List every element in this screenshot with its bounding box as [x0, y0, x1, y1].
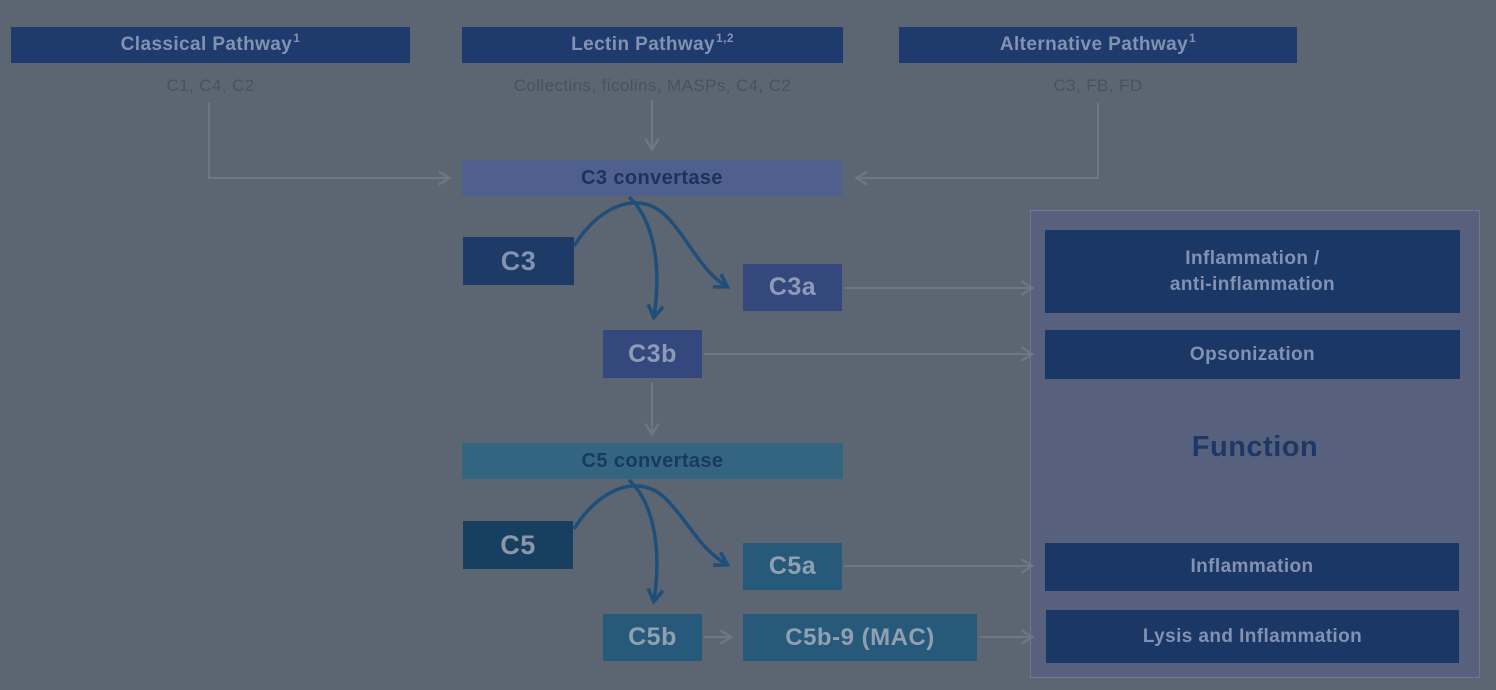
classical-pathway-footnote: 1 [293, 30, 301, 45]
arrow-alternative-to-c3convertase [854, 103, 1099, 186]
lysis-and-inflammation-box: Lysis and Inflammation [1046, 610, 1459, 663]
opsonization-box: Opsonization [1045, 330, 1460, 379]
lectin-pathway-label: Lectin Pathway [571, 34, 716, 55]
mac-node: C5b-9 (MAC) [743, 614, 977, 661]
inflammation-box: Inflammation [1045, 543, 1459, 591]
arrow-c5convertase-to-c5b [627, 478, 657, 600]
c5a-node: C5a [743, 543, 842, 590]
alternative-pathway-label: Alternative Pathway [999, 34, 1189, 55]
alternative-pathway-header: Alternative Pathway1 [899, 27, 1297, 63]
c5-convertase-node: C5 convertase [462, 443, 843, 479]
arrow-c5-to-c5a [572, 484, 726, 564]
c5-node: C5 [463, 521, 573, 569]
lectin-pathway-header: Lectin Pathway1,2 [462, 27, 843, 63]
classical-pathway-components: C1, C4, C2 [166, 76, 255, 95]
alternative-pathway-footnote: 1 [1189, 30, 1197, 45]
c5b-node: C5b [603, 614, 702, 661]
classical-pathway-label: Classical Pathway [120, 34, 293, 55]
c3a-node: C3a [743, 264, 842, 311]
c3-node: C3 [463, 237, 574, 285]
arrow-classical-to-c3convertase [208, 103, 452, 186]
c3-convertase-node: C3 convertase [462, 160, 842, 196]
arrow-c3convertase-to-c3b [627, 195, 657, 316]
arrow-c3-to-c3a [572, 201, 726, 286]
lectin-pathway-footnote: 1,2 [716, 30, 734, 45]
classical-pathway-header: Classical Pathway1 [11, 27, 410, 63]
inflammation-anti-inflammation-box: Inflammation / anti-inflammation [1045, 230, 1460, 313]
alternative-pathway-components: C3, FB, FD [1053, 76, 1143, 95]
lectin-pathway-components: Collectins, ficolins, MASPs, C4, C2 [513, 76, 792, 95]
c3b-node: C3b [603, 330, 702, 378]
function-panel-title: Function [1191, 430, 1319, 463]
